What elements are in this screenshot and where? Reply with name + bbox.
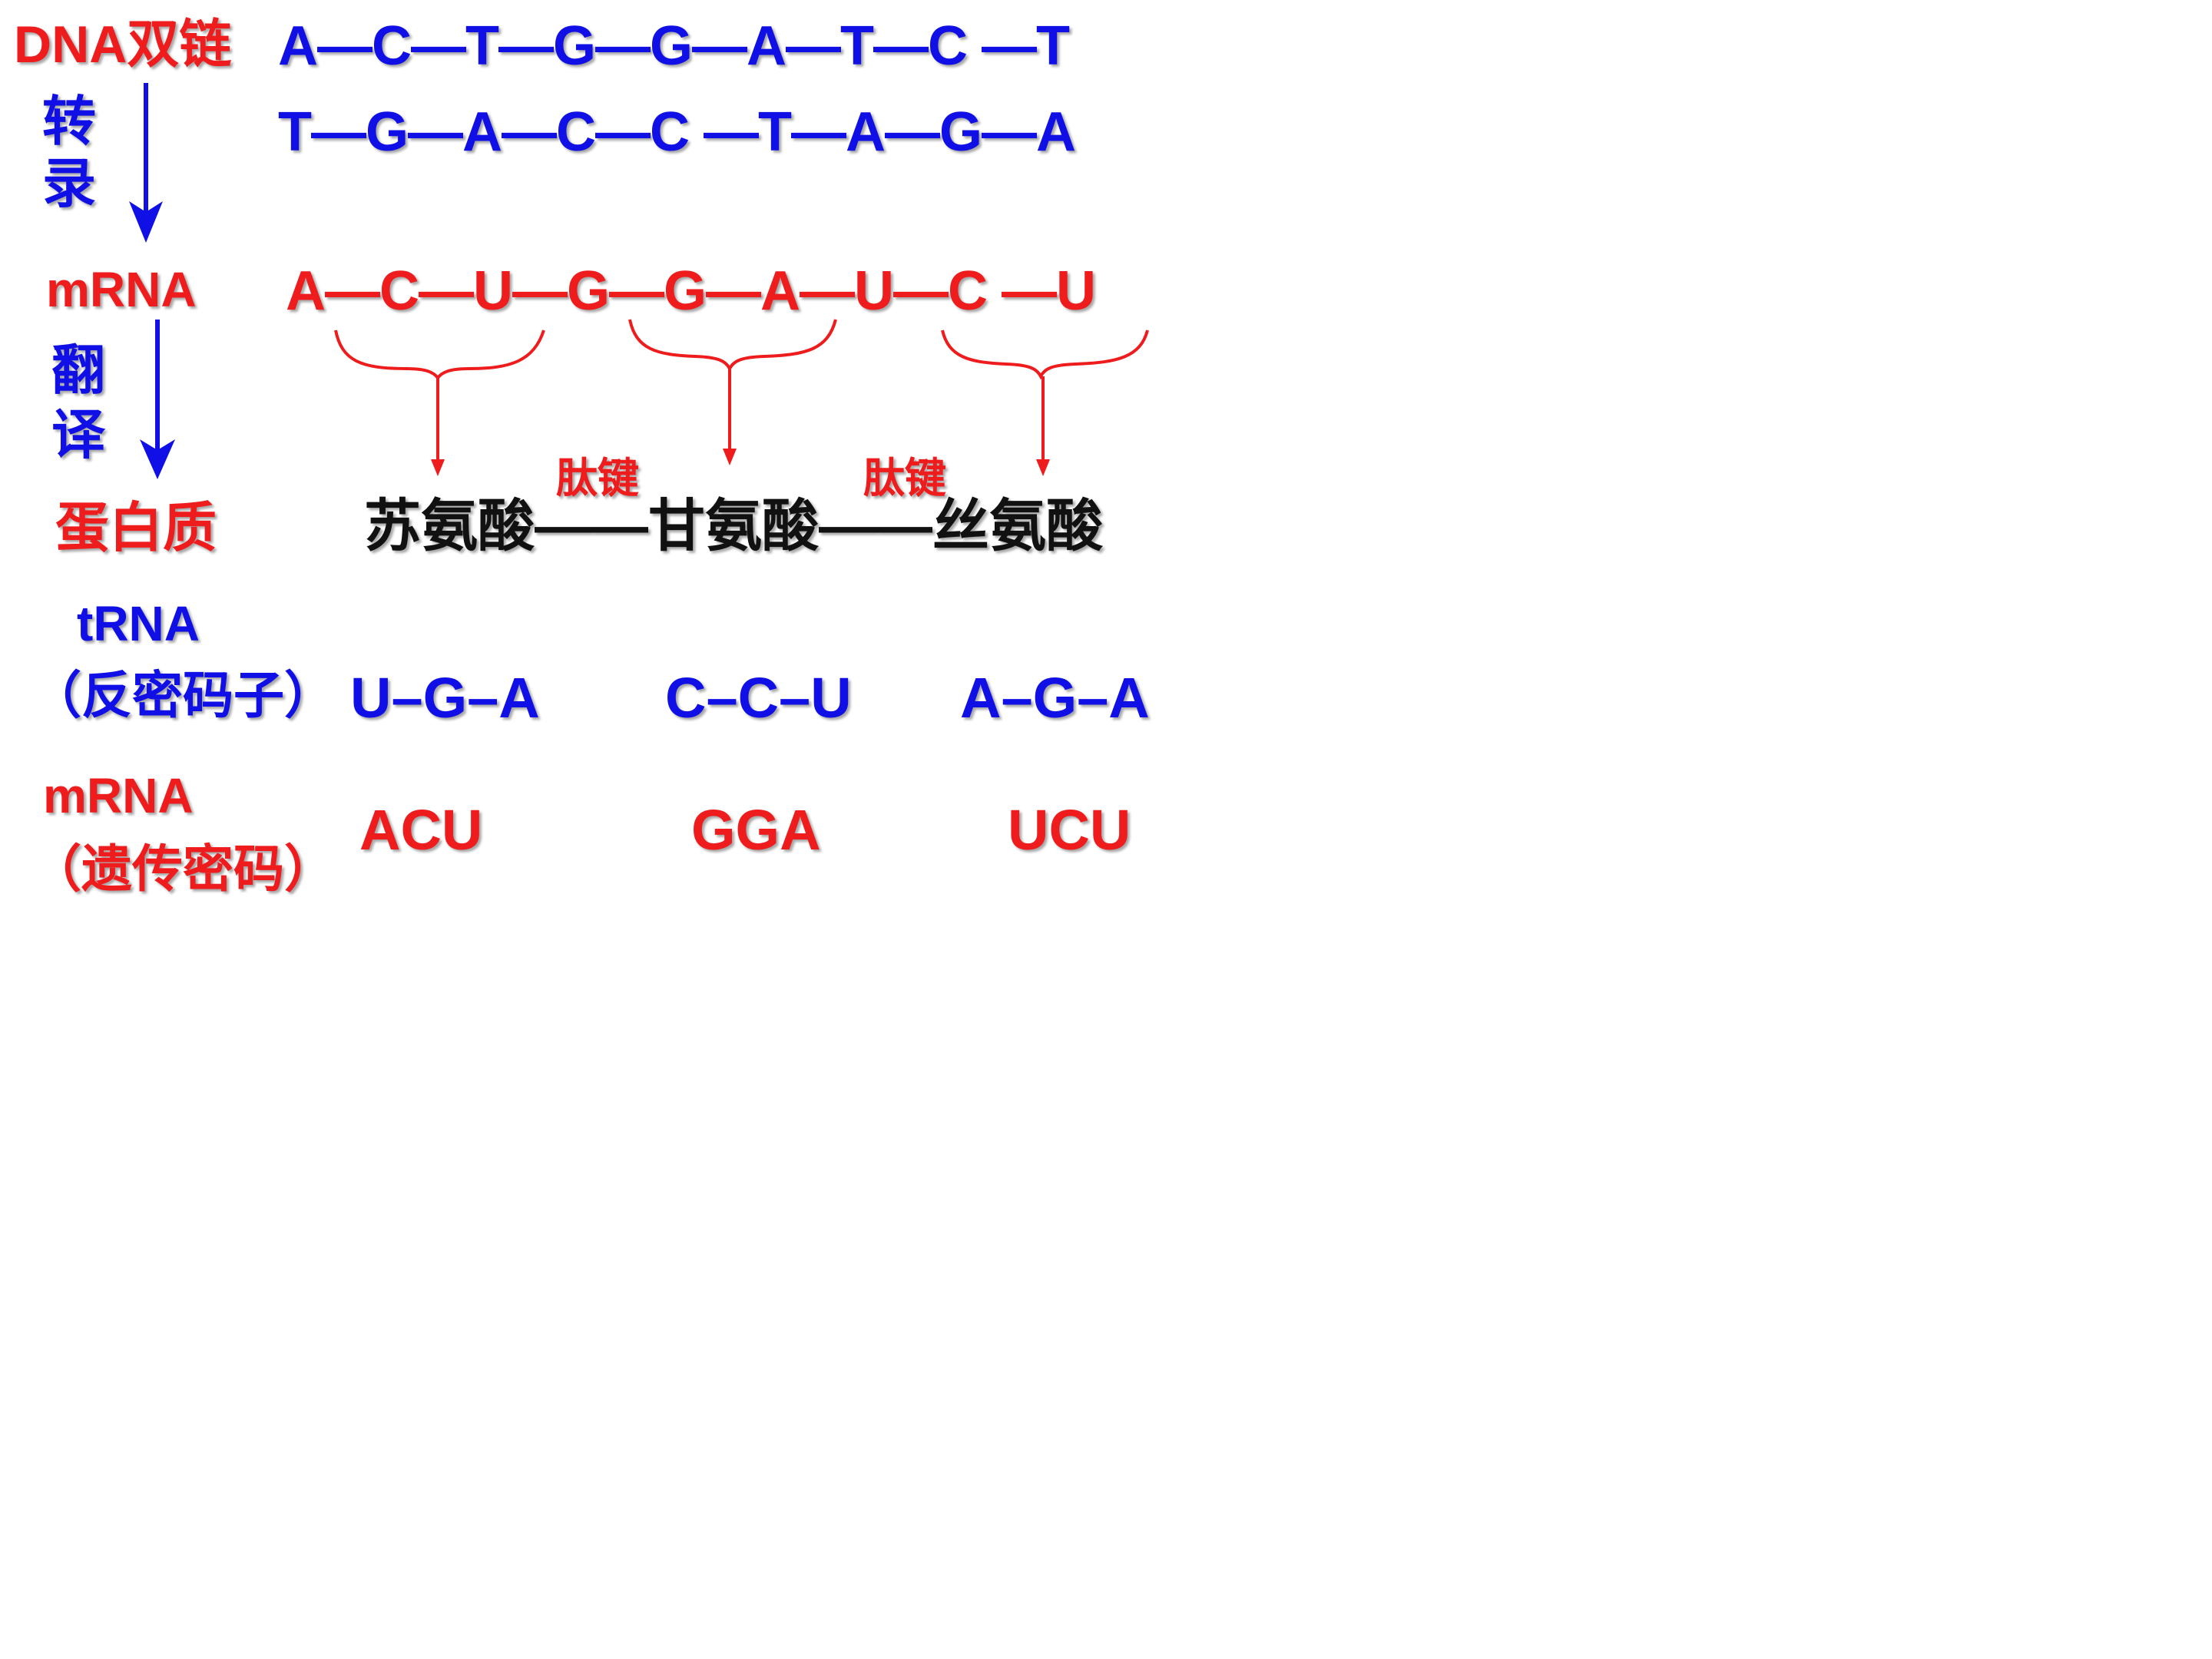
mrna-codon-label: mRNA <box>43 768 194 823</box>
codon-arrow-2-head <box>723 449 737 465</box>
codon-brace-2 <box>628 319 837 373</box>
anticodon-2: C–C–U <box>665 666 852 730</box>
transcription-arrowhead <box>129 201 163 243</box>
dna-strand-2: T—G—A—C—C —T—A—G—A <box>278 101 1076 163</box>
codon-1: ACU <box>359 798 483 862</box>
codon-brace-1 <box>334 329 545 381</box>
codon-arrow-3-head <box>1036 459 1050 476</box>
protein-label: 蛋白质 <box>55 498 217 558</box>
amino-acid-3: 丝氨酸 <box>932 494 1103 558</box>
dna-label: DNA双链 <box>14 15 232 74</box>
amino-acid-chain: 苏氨酸——甘氨酸——丝氨酸 <box>364 498 1103 555</box>
peptide-bond-dash-1: —— <box>535 494 648 558</box>
amino-acid-1: 苏氨酸 <box>364 494 535 558</box>
mrna-label: mRNA <box>46 262 197 317</box>
peptide-bond-label-1: 肽键 <box>556 455 639 502</box>
diagram-arrows <box>129 83 1149 479</box>
codon-brace-3 <box>941 329 1149 380</box>
anticodon-label: （反密码子） <box>31 667 335 724</box>
trna-label: tRNA <box>77 596 200 651</box>
peptide-bond-dash-2: —— <box>819 494 932 558</box>
mrna-sequence: A—C—U—G—G—A—U—C —U <box>286 260 1096 322</box>
amino-acid-2: 甘氨酸 <box>648 494 819 558</box>
dna-strand-1: A—C—T—G—G—A—T—C —T <box>278 15 1070 77</box>
codon-3: UCU <box>1008 798 1131 862</box>
translation-arrowhead <box>140 439 175 479</box>
transcription-label: 转录 <box>42 91 96 214</box>
codon-arrow-1-head <box>431 459 445 476</box>
codon-2: GGA <box>691 798 821 862</box>
genetic-code-label: （遗传密码） <box>31 840 335 897</box>
peptide-bond-label-2: 肽键 <box>863 455 946 502</box>
translation-label: 翻译 <box>51 340 105 465</box>
anticodon-1: U–G–A <box>350 666 540 730</box>
anticodon-3: A–G–A <box>960 666 1150 730</box>
